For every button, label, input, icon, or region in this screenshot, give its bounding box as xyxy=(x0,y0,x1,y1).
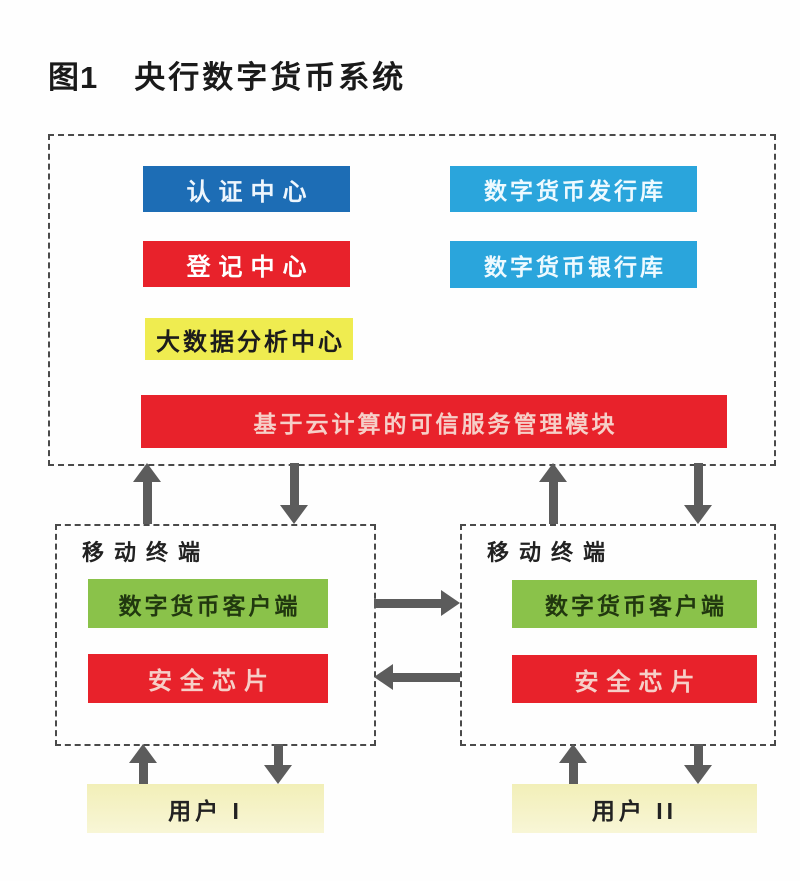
tsm-module-node: 基于云计算的可信服务管理模块 xyxy=(141,395,727,448)
central-bank-system-box xyxy=(48,134,776,466)
figure-title: 图1 央行数字货币系统 xyxy=(48,52,406,97)
user1-node: 用户 I xyxy=(87,784,324,833)
security-chip-1-node: 安全芯片 xyxy=(88,654,328,703)
arrow-right-icon xyxy=(374,590,460,616)
digital-currency-client-1-node: 数字货币客户端 xyxy=(88,579,328,628)
user2-node: 用户 II xyxy=(512,784,757,833)
arrow-down-icon xyxy=(280,463,308,524)
arrow-down-icon xyxy=(684,744,712,784)
issuance-vault-node: 数字货币发行库 xyxy=(450,166,697,212)
digital-currency-client-2-node: 数字货币客户端 xyxy=(512,580,757,628)
arrow-down-icon xyxy=(684,463,712,524)
arrow-up-icon xyxy=(539,463,567,524)
registration-center-node: 登记中心 xyxy=(143,241,350,287)
auth-center-node: 认证中心 xyxy=(143,166,350,212)
bank-vault-node: 数字货币银行库 xyxy=(450,241,697,288)
arrow-left-icon xyxy=(374,664,460,690)
mobile-terminal-2-label: 移动终端 xyxy=(487,540,616,565)
arrow-up-icon xyxy=(133,463,161,524)
security-chip-2-node: 安全芯片 xyxy=(512,655,757,703)
arrow-up-icon xyxy=(129,744,157,784)
mobile-terminal-1-label: 移动终端 xyxy=(82,540,211,565)
bigdata-center-node: 大数据分析中心 xyxy=(145,318,353,360)
mobile-terminal-1-box: 移动终端 xyxy=(55,524,376,746)
figure-number: 图1 xyxy=(48,60,99,95)
mobile-terminal-2-box: 移动终端 xyxy=(460,524,776,746)
arrow-up-icon xyxy=(559,744,587,784)
arrow-down-icon xyxy=(264,744,292,784)
figure-title-text: 央行数字货币系统 xyxy=(134,60,407,95)
